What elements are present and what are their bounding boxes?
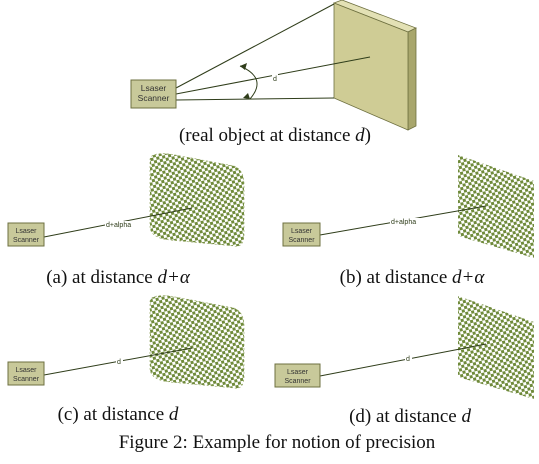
wall-side-face — [407, 27, 417, 131]
angle-arc — [239, 65, 258, 100]
scanner-box-d — [274, 363, 321, 388]
fuzzy-object-c — [149, 295, 245, 389]
scanner-d-line1: Lsaser — [287, 369, 309, 376]
scanner-a-line2: Scanner — [13, 237, 40, 244]
scanner-box-b — [282, 222, 321, 247]
ray-label-b: d+alpha — [391, 219, 416, 226]
scanner-box — [130, 79, 177, 109]
sharp-object-d — [458, 296, 534, 399]
ray-label-a: d+alpha — [106, 222, 131, 229]
arc-arrow-head-bottom — [243, 93, 250, 99]
panel-c: d Lsaser Scanner (c) at distance d — [7, 295, 245, 425]
top-diagram: d Lsaser Scanner (real object at distanc… — [130, 0, 417, 146]
arc-arrow-head-top — [240, 63, 247, 70]
beam-lower-edge — [175, 97, 335, 101]
panel-a: d+alpha Lsaser Scanner (a) at distance d… — [7, 153, 245, 288]
laser-scanner-b: Lsaser Scanner — [282, 222, 321, 247]
beam-upper-edge — [175, 3, 335, 89]
scanner-a-line1: Lsaser — [15, 228, 37, 235]
laser-scanner-a: Lsaser Scanner — [7, 222, 45, 247]
caption-d: (d) at distance d — [349, 406, 471, 427]
scanner-label-line1: Lsaser — [141, 83, 167, 93]
scanner-c-line2: Scanner — [13, 376, 40, 383]
laser-scanner-d: Lsaser Scanner — [274, 363, 321, 388]
wall-object — [332, 0, 417, 131]
scanner-b-line1: Lsaser — [291, 228, 313, 235]
laser-scanner-c: Lsaser Scanner — [7, 361, 45, 386]
scanner-label-line2: Scanner — [138, 93, 170, 103]
panel-b: d+alpha Lsaser Scanner (b) at distance d… — [282, 155, 534, 288]
scanner-c-line1: Lsaser — [15, 367, 37, 374]
scanner-d-line2: Scanner — [284, 378, 311, 385]
caption-c: (c) at distance d — [58, 404, 179, 425]
distance-label: d — [273, 76, 277, 83]
ray-label-d: d — [406, 356, 410, 363]
sharp-object-b — [458, 155, 534, 258]
top-caption: (real object at distance d) — [179, 125, 371, 146]
caption-b: (b) at distance d+α — [340, 267, 486, 288]
scanner-b-line2: Scanner — [288, 237, 315, 244]
ray-label-c: d — [117, 359, 121, 366]
caption-a: (a) at distance d+α — [46, 267, 191, 288]
fuzzy-object-a — [149, 153, 245, 247]
panel-d: d Lsaser Scanner (d) at distance d — [274, 296, 534, 427]
scanner-box-a — [7, 222, 45, 247]
laser-scanner: Lsaser Scanner — [130, 79, 177, 109]
scanner-box-c — [7, 361, 45, 386]
wall-front-face — [333, 2, 409, 131]
ray-d — [319, 343, 487, 377]
figure-caption: Figure 2: Example for notion of precisio… — [119, 432, 436, 453]
